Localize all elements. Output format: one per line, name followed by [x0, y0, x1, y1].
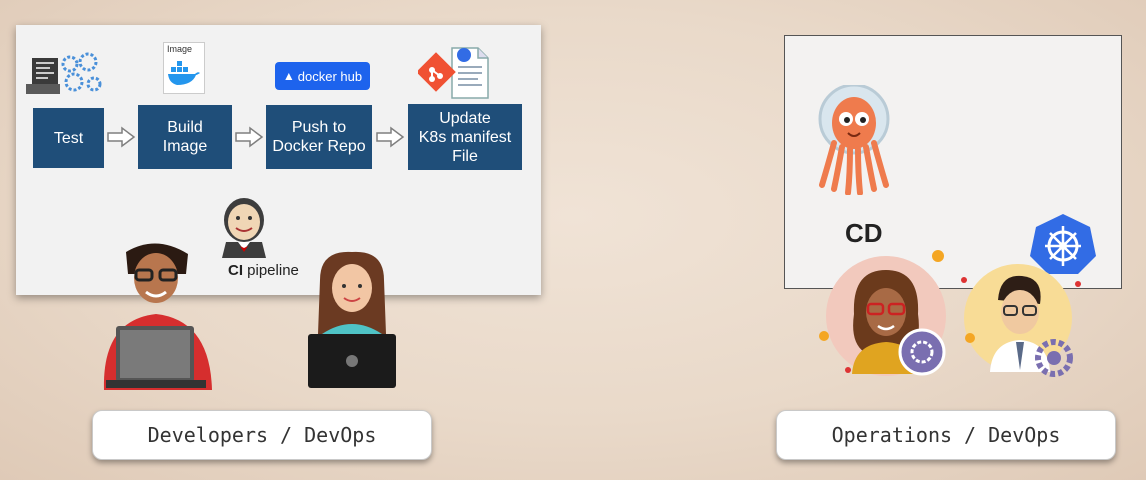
ci-pipeline-label: CI pipeline	[228, 262, 299, 279]
step-build-image: Build Image	[138, 105, 232, 169]
whale-icon: ▲	[282, 69, 295, 83]
operations-devops-caption: Operations / DevOps	[776, 410, 1116, 460]
cd-label: CD	[845, 218, 883, 248]
step-update-manifest: Update K8s manifest File	[408, 104, 522, 170]
developer-man-avatar	[103, 243, 212, 390]
test-tools-icon	[26, 52, 102, 94]
argo-cd-icon	[818, 85, 890, 195]
kubernetes-icon	[1030, 214, 1096, 274]
operations-man-avatar	[961, 264, 1081, 377]
developer-woman-avatar	[308, 251, 396, 388]
dockerhub-logo: ▲ docker hub	[275, 62, 370, 90]
arrow-right-3	[376, 126, 405, 148]
docker-image-icon: Image	[163, 42, 205, 94]
jenkins-icon	[222, 198, 266, 258]
developers-devops-caption: Developers / DevOps	[92, 410, 432, 460]
arrow-right-1	[107, 126, 136, 148]
step-test: Test	[33, 108, 104, 168]
git-manifest-icon	[418, 47, 489, 99]
image-icon-label: Image	[167, 44, 193, 54]
dockerhub-label: docker hub	[297, 68, 363, 84]
step-push-docker-repo: Push to Docker Repo	[266, 105, 372, 169]
arrow-right-2	[235, 126, 264, 148]
operations-woman-avatar	[819, 250, 946, 376]
